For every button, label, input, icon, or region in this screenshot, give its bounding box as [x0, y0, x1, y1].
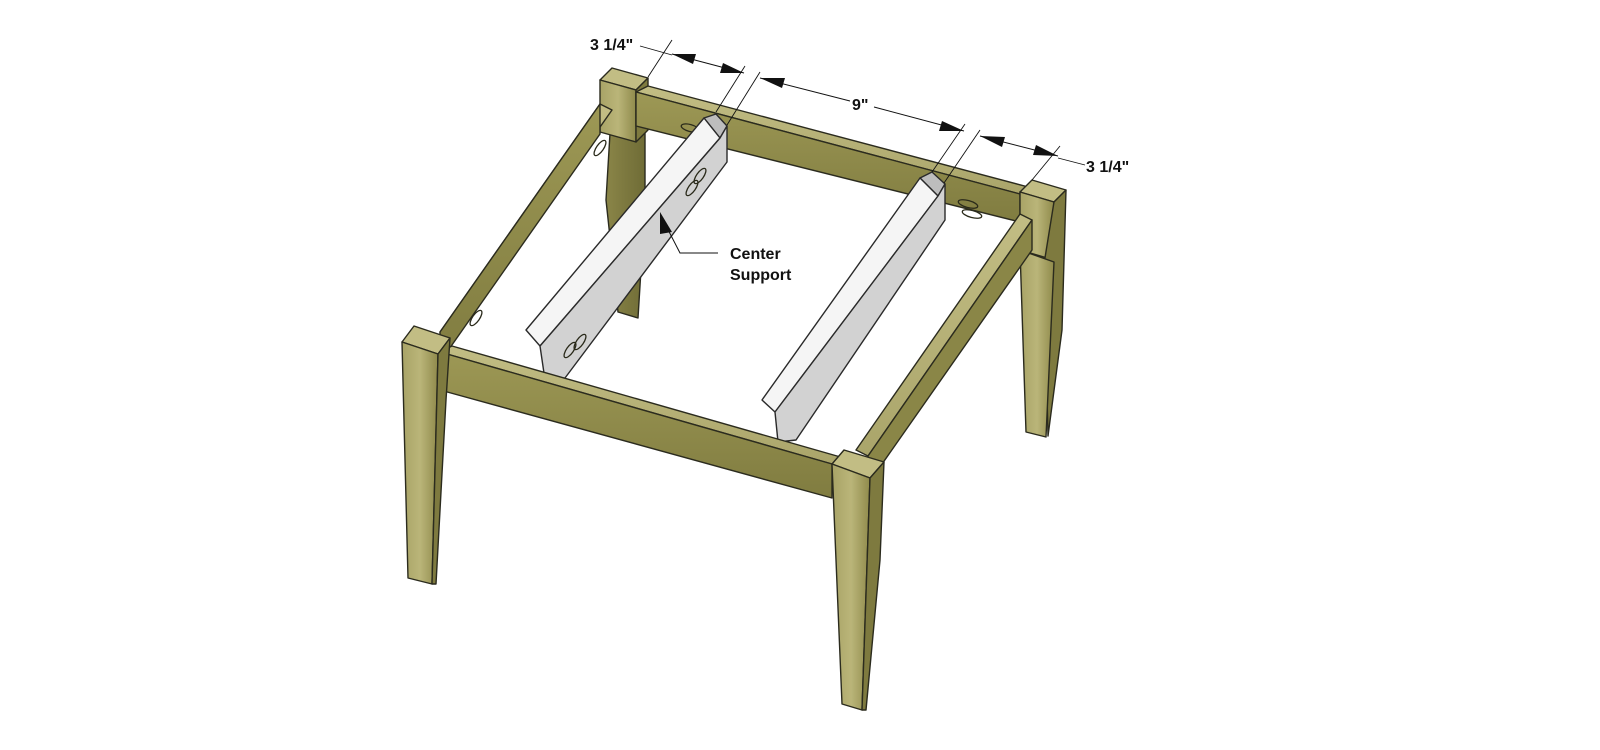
dim-label-left: 3 1/4"	[590, 37, 633, 54]
front-right-leg	[831, 449, 885, 711]
front-left-leg	[401, 325, 451, 585]
dim-label-right: 3 1/4"	[1086, 159, 1129, 176]
callout-leader	[660, 212, 718, 254]
center-support-right	[761, 171, 946, 443]
callout-label-line1: Center	[730, 246, 781, 263]
callout-label-line2: Support	[730, 267, 792, 284]
dimension-lines	[639, 39, 1086, 184]
dim-label-middle: 9"	[852, 97, 868, 114]
